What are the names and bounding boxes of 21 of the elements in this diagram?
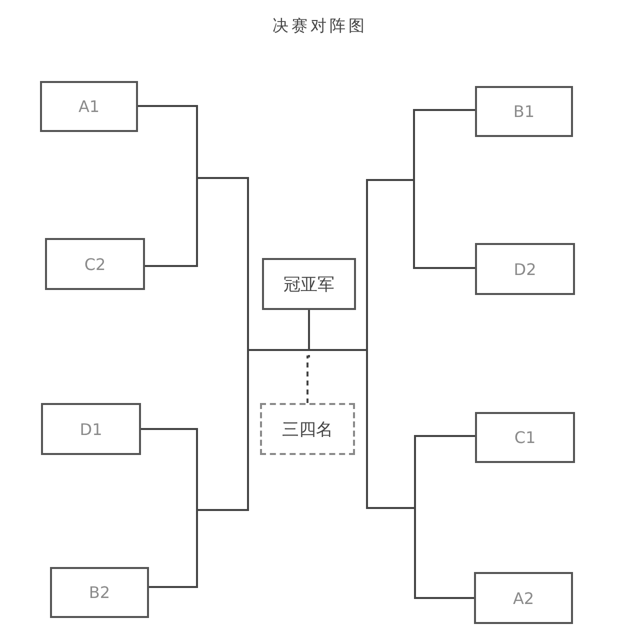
node-label: D2 <box>514 260 536 278</box>
team-box <box>475 86 573 137</box>
node-label: A2 <box>512 588 534 608</box>
team-box <box>475 412 575 463</box>
node-label: B1 <box>513 102 535 121</box>
diagram-title: 决赛对阵图 <box>272 16 368 37</box>
node-label: B2 <box>88 583 110 602</box>
node-label: 三四名 <box>282 418 333 440</box>
node-label: A1 <box>78 97 100 116</box>
team-box <box>40 81 138 132</box>
team-box <box>50 567 149 618</box>
team-box <box>262 258 356 310</box>
team-box <box>474 572 573 624</box>
team-box <box>45 238 145 290</box>
node-label: C2 <box>84 254 106 274</box>
node-label: D1 <box>80 420 102 438</box>
team-box <box>41 403 141 455</box>
team-box <box>475 243 575 295</box>
dashed-box <box>260 403 355 455</box>
node-label: 冠亚军 <box>284 274 334 296</box>
node-label: C1 <box>514 428 536 447</box>
